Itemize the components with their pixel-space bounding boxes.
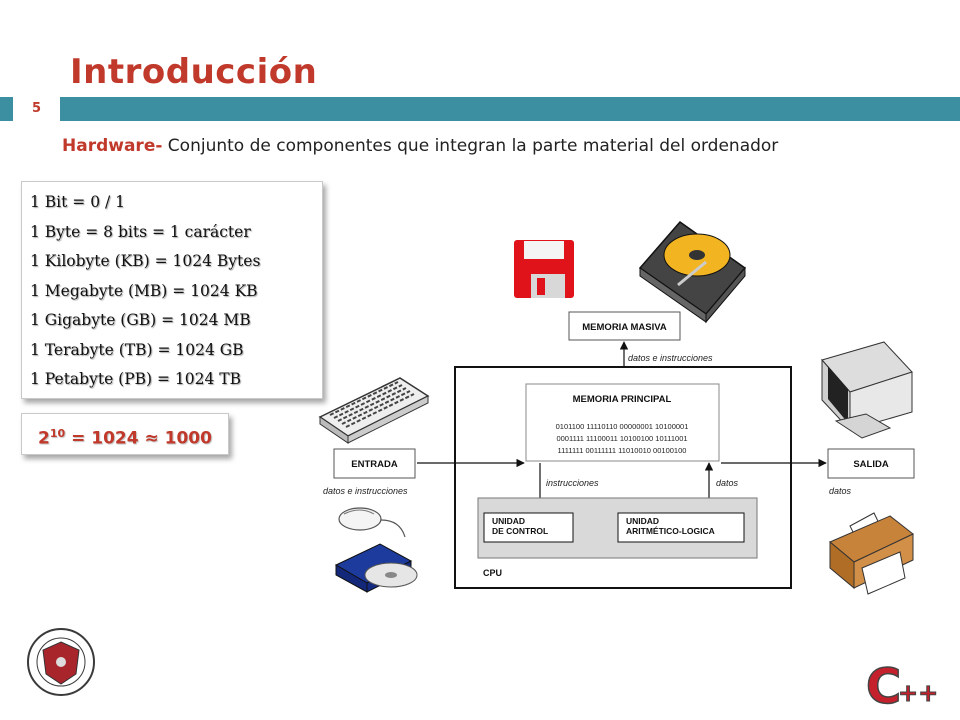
units-box: 1 Bit = 0 / 1 1 Byte = 8 bits = 1 caráct… [21, 181, 323, 399]
header-bar-left [0, 97, 13, 121]
salida-label: SALIDA [853, 459, 889, 470]
cpu-label: CPU [483, 568, 502, 578]
bits-line: 0101100 11110110 00000001 10100001 [556, 422, 689, 431]
printer-icon [829, 512, 914, 595]
datos-instrucciones-top-label: datos e instrucciones [628, 353, 713, 363]
hardware-definition: Hardware- Conjunto de componentes que in… [62, 136, 778, 156]
memoria-masiva-label: MEMORIA MASIVA [582, 322, 667, 333]
instrucciones-label: instrucciones [546, 478, 599, 488]
unidad-control-label: DE CONTROL [492, 526, 548, 536]
bits-line: 1111111 00111111 11010010 00100100 [558, 446, 687, 455]
unit-line: 1 Kilobyte (KB) = 1024 Bytes [30, 252, 261, 270]
header-bar-right [60, 97, 960, 121]
definition-text: Conjunto de componentes que integran la … [162, 136, 779, 156]
unit-line: 1 Petabyte (PB) = 1024 TB [30, 370, 242, 388]
datos-right-label: datos [829, 486, 852, 496]
cpp-logo: C ++ [865, 658, 938, 716]
datos-instrucciones-left-label: datos e instrucciones [323, 486, 408, 496]
unit-line: 1 Megabyte (MB) = 1024 KB [30, 281, 258, 300]
svg-text:C: C [866, 659, 901, 715]
keyboard-icon [318, 377, 430, 444]
slide-title: Introducción [70, 52, 318, 92]
power-of-two-box: 210 = 1024 ≈ 1000 [21, 413, 229, 455]
cd-drive-icon [334, 543, 418, 593]
university-seal-logo [27, 628, 95, 696]
floppy-disk-icon [514, 240, 574, 298]
datos-inner-label: datos [716, 478, 739, 488]
unidad-alu-label: ARITMÉTICO-LOGICA [626, 526, 715, 536]
unit-line: 1 Byte = 8 bits = 1 carácter [30, 222, 251, 241]
entrada-label: ENTRADA [351, 459, 398, 470]
monitor-icon [821, 341, 913, 439]
definition-term: Hardware- [62, 136, 163, 156]
unidad-control-label: UNIDAD [492, 516, 525, 526]
unidad-alu-label: UNIDAD [626, 516, 659, 526]
bits-line: 0001111 11100011 10100100 10111001 [556, 434, 687, 443]
unit-line: 1 Bit = 0 / 1 [30, 193, 126, 211]
unit-line: 1 Terabyte (TB) = 1024 GB [30, 340, 244, 359]
hard-disk-icon [638, 220, 747, 324]
memoria-principal-label: MEMORIA PRINCIPAL [573, 394, 672, 405]
unit-line: 1 Gigabyte (GB) = 1024 MB [30, 311, 251, 329]
page-number: 5 [31, 101, 42, 116]
svg-text:++: ++ [898, 679, 938, 707]
mouse-icon [338, 507, 406, 538]
